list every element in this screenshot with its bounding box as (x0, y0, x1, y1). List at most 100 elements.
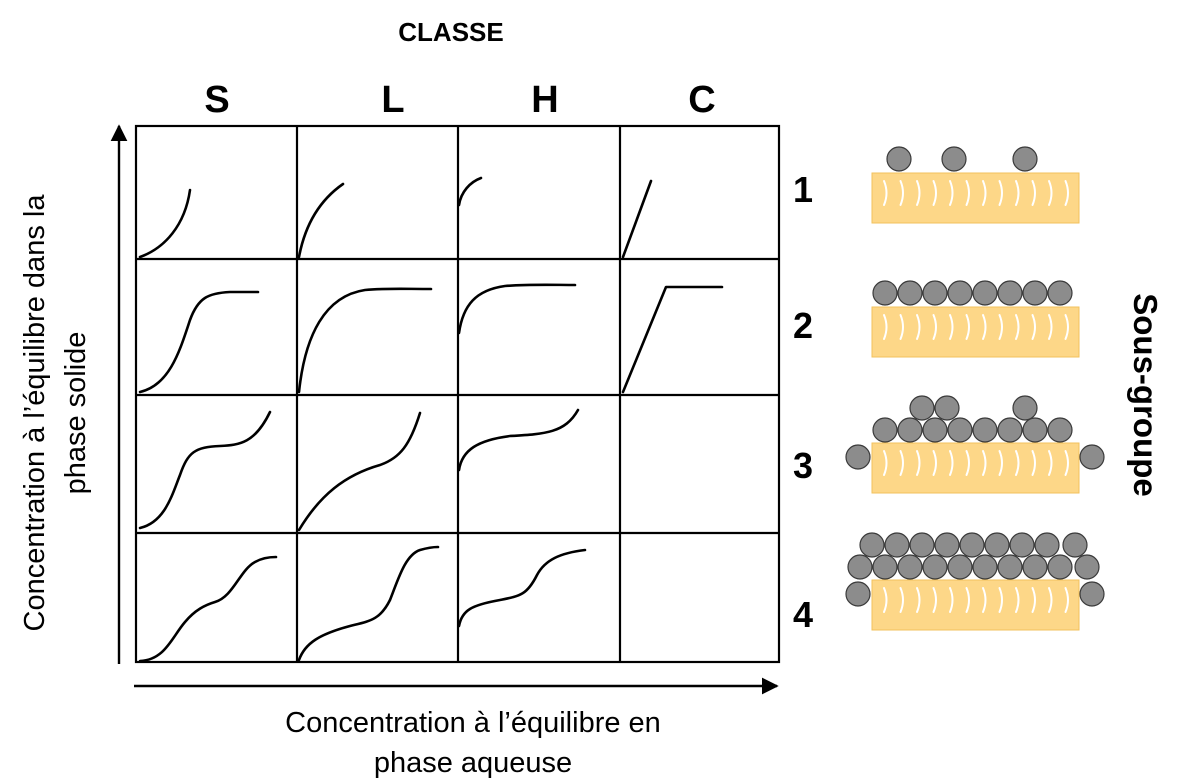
substrate-block-4 (871, 579, 1080, 631)
substrate-pore-mark (883, 180, 888, 206)
class-label-l: L (381, 79, 404, 121)
adsorbed-particle (1062, 532, 1088, 558)
substrate-pore-mark (916, 180, 921, 206)
curve-h4 (457, 548, 587, 628)
adsorbed-particle (859, 532, 885, 558)
substrate-pore-mark (998, 314, 1003, 340)
subgroup-number-3: 3 (793, 445, 813, 486)
substrate-pore-mark (998, 450, 1003, 476)
class-label-h: H (531, 79, 558, 121)
substrate-pore-mark (982, 587, 987, 613)
adsorbed-particle (972, 554, 998, 580)
adsorbed-particle (959, 532, 985, 558)
substrate-pore-mark (949, 314, 954, 340)
adsorbed-particle (845, 581, 871, 607)
substrate-surface (871, 442, 1080, 494)
substrate-pore-mark (1031, 587, 1036, 613)
x-axis-label-line2: phase aqueuse (374, 747, 572, 779)
substrate-pore-mark (883, 587, 888, 613)
substrate-pore-mark (1015, 180, 1020, 206)
adsorbed-particle (847, 554, 873, 580)
illustration-subgroup-3 (845, 395, 1105, 494)
adsorbed-particle (941, 146, 967, 172)
illustration-subgroup-1 (871, 146, 1080, 224)
curve-s2 (138, 290, 260, 394)
curve-s4 (138, 555, 278, 663)
illustration-subgroup-2 (871, 280, 1080, 358)
isotherm-curves (138, 176, 724, 663)
adsorbed-particle (947, 280, 973, 306)
substrate-pore-mark (949, 587, 954, 613)
substrate-pore-mark (965, 450, 970, 476)
adsorbed-particle (909, 395, 935, 421)
substrate-pore-mark (883, 450, 888, 476)
substrate-pore-mark (965, 180, 970, 206)
adsorbed-particle (897, 280, 923, 306)
adsorbed-particle (884, 532, 910, 558)
adsorption-illustrations (845, 146, 1105, 631)
adsorbed-particle (872, 280, 898, 306)
substrate-pore-mark (1064, 180, 1069, 206)
substrate-pore-mark (1015, 587, 1020, 613)
x-axis-label-line1: Concentration à l’équilibre en (285, 707, 661, 739)
substrate-pore-mark (1015, 314, 1020, 340)
adsorbed-particle (1074, 554, 1100, 580)
curve-s3 (138, 410, 272, 530)
substrate-pore-mark (916, 450, 921, 476)
substrate-pore-mark (932, 450, 937, 476)
subgroup-number-1: 1 (793, 169, 813, 210)
class-label-c: C (688, 79, 715, 121)
adsorbed-particle (1079, 581, 1105, 607)
substrate-pore-mark (1031, 314, 1036, 340)
y-axis-label: Concentration à l’équilibre dans la phas… (19, 194, 92, 632)
adsorbed-particle (1022, 280, 1048, 306)
curve-h2 (457, 283, 577, 335)
adsorbed-particle (1047, 280, 1073, 306)
adsorbed-particle (1012, 146, 1038, 172)
adsorbed-particle (872, 417, 898, 443)
substrate-pore-mark (932, 314, 937, 340)
substrate-pore-mark (1064, 314, 1069, 340)
adsorbed-particle (972, 280, 998, 306)
y-axis-label-line1: Concentration à l’équilibre dans la (19, 194, 51, 632)
adsorbed-particle (886, 146, 912, 172)
adsorbed-particle (922, 417, 948, 443)
adsorbed-particle (997, 280, 1023, 306)
substrate-pore-mark (965, 587, 970, 613)
substrate-surface (871, 172, 1080, 224)
adsorbed-particle (922, 554, 948, 580)
adsorbed-particle (984, 532, 1010, 558)
substrate-pore-mark (982, 180, 987, 206)
curve-h1 (457, 176, 483, 207)
curve-c1 (621, 179, 653, 259)
substrate-pore-mark (1048, 587, 1053, 613)
adsorbed-particle (1034, 532, 1060, 558)
class-label-s: S (204, 79, 229, 121)
adsorbed-particle (1022, 417, 1048, 443)
curve-l1 (297, 182, 345, 259)
substrate-pore-mark (916, 587, 921, 613)
curve-c2 (621, 285, 724, 394)
curve-l2 (297, 287, 433, 394)
illustration-subgroup-4 (845, 532, 1105, 631)
adsorbed-particle (845, 444, 871, 470)
adsorbed-particle (909, 532, 935, 558)
substrate-pore-mark (899, 180, 904, 206)
subgroup-number-2: 2 (793, 305, 813, 346)
adsorbed-particle (934, 532, 960, 558)
adsorbed-particle (872, 554, 898, 580)
substrate-pore-mark (965, 314, 970, 340)
adsorbed-particle (997, 417, 1023, 443)
subgroup-number-4: 4 (793, 594, 813, 635)
curve-s1 (138, 188, 192, 259)
adsorbed-particle (1009, 532, 1035, 558)
adsorbed-particle (947, 417, 973, 443)
substrate-block-1 (871, 172, 1080, 224)
substrate-pore-mark (899, 587, 904, 613)
substrate-pore-mark (982, 450, 987, 476)
substrate-pore-mark (899, 450, 904, 476)
adsorbed-particle (947, 554, 973, 580)
substrate-pore-mark (949, 180, 954, 206)
substrate-surface (871, 306, 1080, 358)
